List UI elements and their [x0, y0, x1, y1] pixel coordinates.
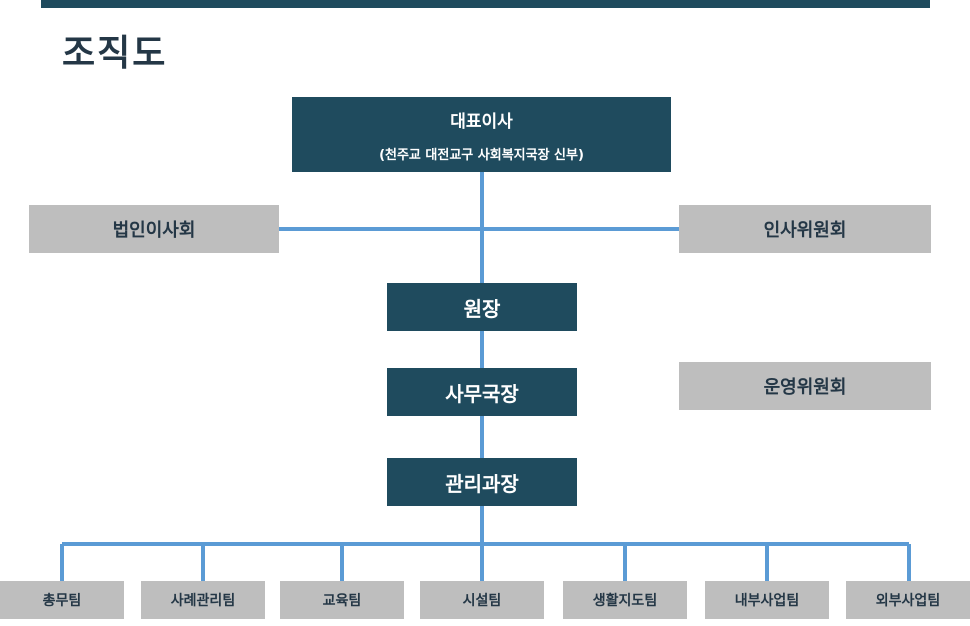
ceo-subtitle: (천주교 대전교구 사회복지국장 신부) [379, 147, 584, 163]
director-box: 원장 [387, 283, 577, 331]
team-box-general-affairs: 총무팀 [0, 581, 124, 619]
board-box: 법인이사회 [29, 205, 279, 253]
top-banner-bar [41, 0, 930, 8]
team-box-life-guidance: 생활지도팀 [563, 581, 687, 619]
page-title: 조직도 [62, 33, 168, 74]
operations-committee-box: 운영위원회 [679, 362, 931, 410]
team-box-education: 교육팀 [280, 581, 404, 619]
team-box-internal-projects: 내부사업팀 [705, 581, 829, 619]
ceo-box: 대표이사 (천주교 대전교구 사회복지국장 신부) [292, 97, 671, 172]
secretary-general-box: 사무국장 [387, 368, 577, 416]
team-box-external-projects: 외부사업팀 [846, 581, 970, 619]
team-box-facilities: 시설팀 [420, 581, 544, 619]
hr-committee-box: 인사위원회 [679, 205, 931, 253]
manager-box: 관리과장 [387, 458, 577, 506]
ceo-title: 대표이사 [450, 111, 513, 132]
team-box-case-management: 사례관리팀 [141, 581, 265, 619]
